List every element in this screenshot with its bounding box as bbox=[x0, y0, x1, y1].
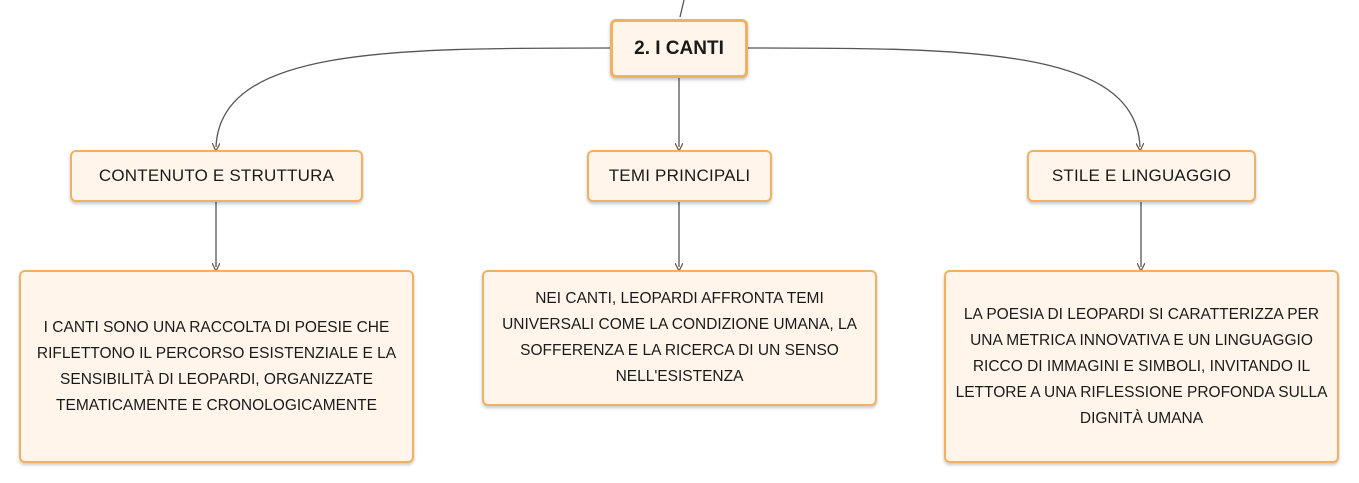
connector-root-to-contenuto bbox=[216, 47, 611, 147]
branch-node-temi-principali[interactable]: TEMI PRINCIPALI bbox=[587, 150, 772, 202]
branch-label-temi-principali: TEMI PRINCIPALI bbox=[608, 166, 751, 185]
detail-text-temi-principali: NEI CANTI, LEOPARDI AFFRONTA TEMI UNIVER… bbox=[502, 290, 857, 385]
branch-node-stile-linguaggio[interactable]: STILE E LINGUAGGIO bbox=[1027, 150, 1256, 202]
detail-text-contenuto-struttura: I CANTI SONO UNA RACCOLTA DI POESIE CHE … bbox=[36, 318, 397, 414]
connector-parent-to-root bbox=[679, 0, 685, 18]
root-topic-label: 2. I CANTI bbox=[634, 37, 724, 59]
root-topic-node[interactable]: 2. I CANTI bbox=[610, 19, 748, 78]
branch-label-contenuto-struttura: CONTENUTO E STRUTTURA bbox=[98, 166, 335, 185]
branch-label-stile-linguaggio: STILE E LINGUAGGIO bbox=[1051, 166, 1232, 185]
detail-node-stile-linguaggio[interactable]: LA POESIA DI LEOPARDI SI CARATTERIZZA PE… bbox=[944, 270, 1339, 463]
branch-node-contenuto-struttura[interactable]: CONTENUTO E STRUTTURA bbox=[70, 150, 363, 202]
connector-root-to-stile bbox=[747, 47, 1140, 147]
detail-node-contenuto-struttura[interactable]: I CANTI SONO UNA RACCOLTA DI POESIE CHE … bbox=[19, 270, 414, 463]
detail-text-stile-linguaggio: LA POESIA DI LEOPARDI SI CARATTERIZZA PE… bbox=[955, 305, 1328, 427]
detail-node-temi-principali[interactable]: NEI CANTI, LEOPARDI AFFRONTA TEMI UNIVER… bbox=[482, 270, 877, 406]
